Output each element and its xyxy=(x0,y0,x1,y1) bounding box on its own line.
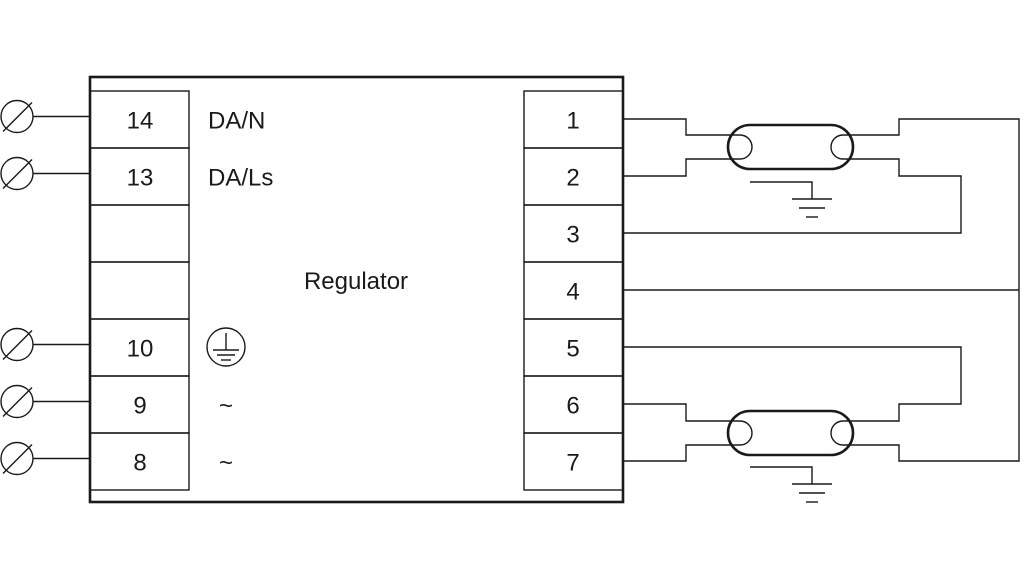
ground-icon xyxy=(750,466,832,503)
lamp-2-wiring xyxy=(623,346,962,462)
ground-icon xyxy=(750,181,832,218)
lamp-tube-icon xyxy=(726,409,855,457)
left-connectors xyxy=(0,99,90,476)
terminal-cell xyxy=(89,261,190,320)
lamp-1-wiring xyxy=(623,118,1020,462)
right-terminal-block: 1 2 3 4 5 6 7 xyxy=(523,90,624,491)
lamp-tube-icon xyxy=(726,123,855,171)
terminal-label: ~ xyxy=(219,393,233,420)
protective-earth-icon xyxy=(206,327,246,367)
terminal-label: DA/Ls xyxy=(208,165,273,192)
terminal-number: 4 xyxy=(566,279,579,306)
terminal-number: 2 xyxy=(566,165,579,192)
screw-terminal-icon xyxy=(0,99,34,134)
screw-terminal-icon xyxy=(0,384,34,419)
terminal-number: 1 xyxy=(566,108,579,135)
screw-terminal-icon xyxy=(0,156,34,191)
screw-terminal-icon xyxy=(0,441,34,476)
terminal-number: 7 xyxy=(566,450,579,477)
terminal-number: 8 xyxy=(133,450,146,477)
terminal-number: 10 xyxy=(127,336,154,363)
terminal-cell xyxy=(89,432,190,491)
screw-terminal-icon xyxy=(0,327,34,362)
terminal-label: DA/N xyxy=(208,108,265,135)
terminal-number: 6 xyxy=(566,393,579,420)
terminal-number: 14 xyxy=(127,108,154,135)
left-terminal-block: 14 DA/N 13 DA/Ls 10 9 ~8 ~ xyxy=(89,90,273,491)
terminal-number: 3 xyxy=(566,222,579,249)
terminal-cell xyxy=(89,204,190,263)
terminal-label: ~ xyxy=(219,450,233,477)
lamp-2 xyxy=(726,409,855,457)
terminal-number: 9 xyxy=(133,393,146,420)
terminal-number: 5 xyxy=(566,336,579,363)
regulator-title: Regulator xyxy=(304,268,408,295)
terminal-number: 13 xyxy=(127,165,154,192)
lamp-1 xyxy=(726,123,855,171)
